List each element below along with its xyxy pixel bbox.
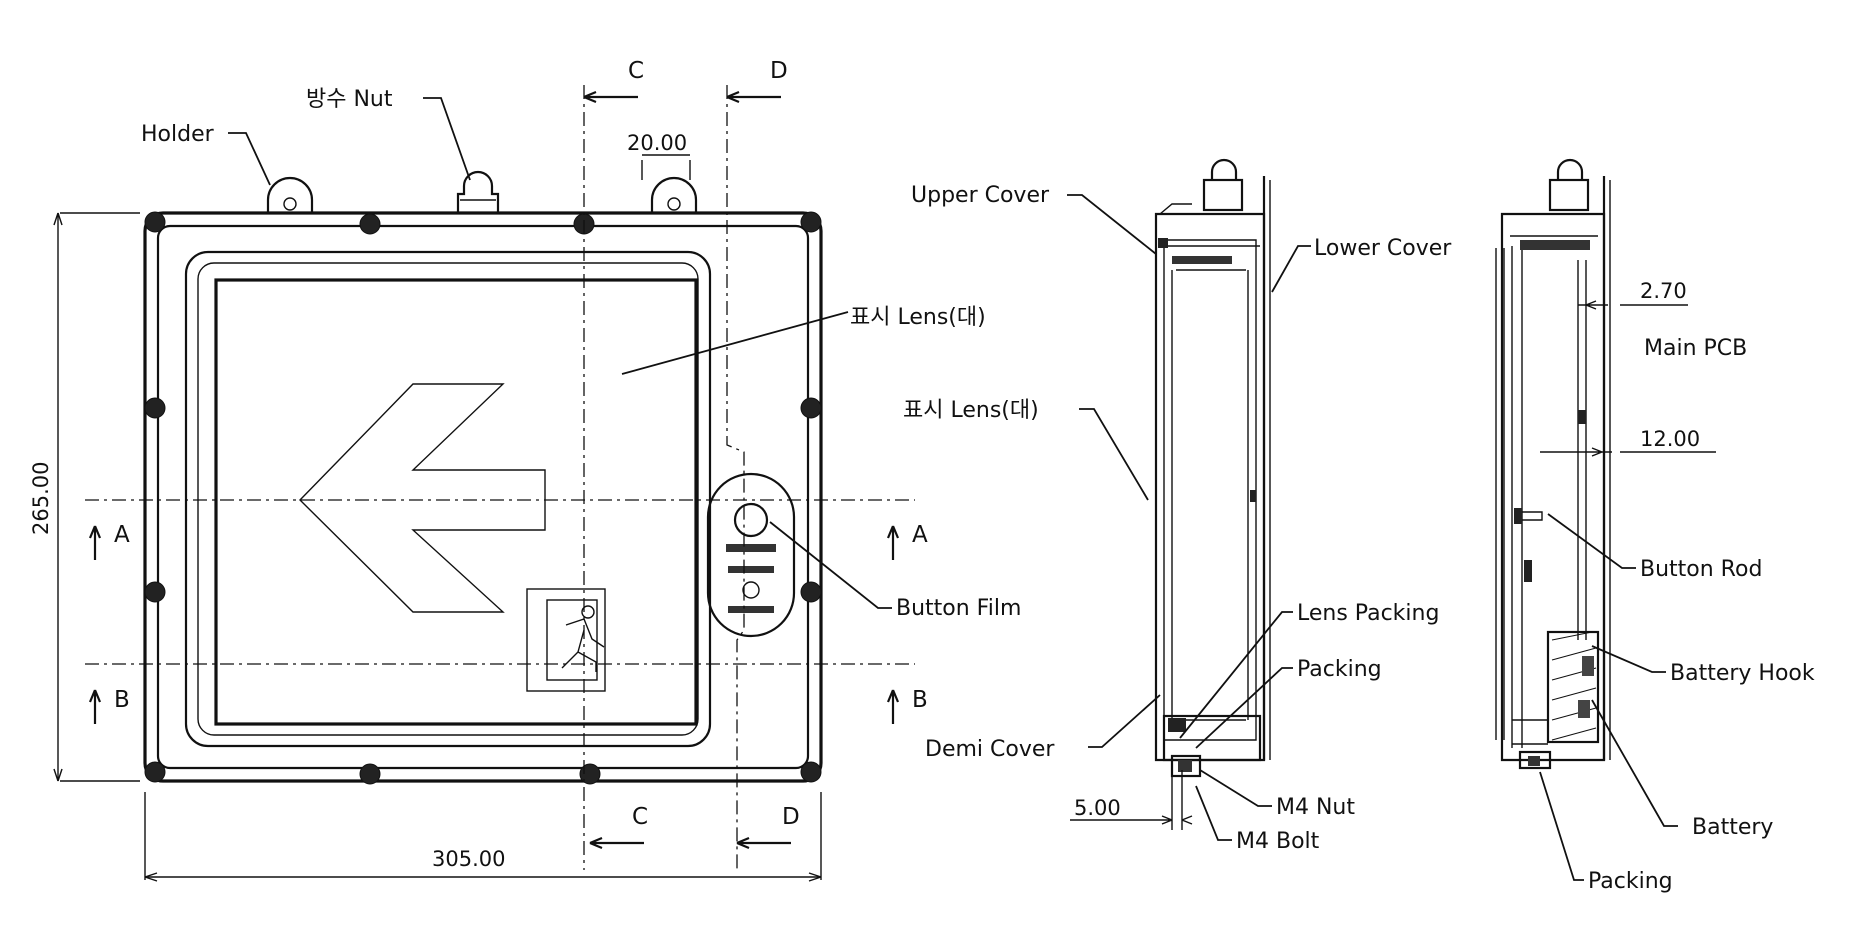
- dim-pcb-gap: 12.00: [1640, 427, 1700, 451]
- dim-holder-width: 20.00: [627, 131, 687, 155]
- section-d-label-bottom: D: [782, 804, 800, 830]
- label-upper-cover: Upper Cover: [911, 183, 1050, 208]
- section-b-label-right: B: [912, 687, 928, 713]
- section-c-label-top: C: [628, 58, 644, 84]
- label-battery: Battery: [1692, 815, 1773, 840]
- side-section-view: 5.00 Upper Cover Lower Cover 표시 Lens(대) …: [903, 158, 1452, 854]
- dim-height: 265.00: [29, 462, 53, 535]
- battery-block: [1546, 630, 1600, 744]
- dim-bolt-offset: 5.00: [1074, 796, 1121, 820]
- button-film-panel: [706, 472, 796, 638]
- label-m4-nut: M4 Nut: [1276, 795, 1355, 820]
- housing-screws: [144, 211, 822, 785]
- section-b-label-left: B: [114, 687, 130, 713]
- label-display-lens-front: 표시 Lens(대): [850, 305, 986, 330]
- front-housing-inner: [156, 224, 810, 770]
- section-d-leaders: [1539, 513, 1678, 881]
- label-main-pcb: Main PCB: [1644, 336, 1747, 361]
- label-battery-hook: Battery Hook: [1670, 661, 1815, 686]
- front-housing-outer: [143, 211, 823, 783]
- section-arrows: [88, 90, 900, 850]
- label-packing-bottom: Packing: [1588, 869, 1673, 894]
- section-d-label-top: D: [770, 58, 788, 84]
- dim-width: 305.00: [432, 847, 505, 871]
- label-m4-bolt: M4 Bolt: [1236, 829, 1320, 854]
- section-a-label-right: A: [912, 522, 928, 548]
- label-waterproof-nut: 방수 Nut: [306, 87, 393, 112]
- section-c-label-bottom: C: [632, 804, 648, 830]
- lens-frame-outer: [184, 250, 712, 748]
- lens-window: [214, 278, 698, 726]
- label-holder: Holder: [141, 122, 215, 147]
- label-lower-cover: Lower Cover: [1314, 236, 1452, 261]
- dim-pcb-thickness: 2.70: [1640, 279, 1687, 303]
- front-leaders: [228, 97, 892, 609]
- section-d-step-line: [726, 85, 745, 870]
- section-d-view: 2.70 12.00 Main PCB Button Rod Battery H…: [1495, 158, 1815, 894]
- label-demi-cover: Demi Cover: [925, 737, 1055, 762]
- lens-frame-mid: [197, 262, 699, 736]
- dimension-lines: [53, 154, 822, 882]
- section-a-label-left: A: [114, 522, 130, 548]
- arrow-sign: [299, 383, 546, 613]
- label-packing-side: Packing: [1297, 657, 1382, 682]
- label-lens-packing: Lens Packing: [1297, 601, 1439, 626]
- label-button-rod: Button Rod: [1640, 557, 1762, 582]
- front-view: A A B B C D C D 265.00 305.00 20.00 Hold…: [29, 58, 1021, 882]
- label-display-lens-side: 표시 Lens(대): [903, 398, 1039, 423]
- label-button-film: Button Film: [896, 596, 1021, 621]
- holder-fittings: [266, 170, 698, 214]
- side-leaders: [1067, 194, 1311, 841]
- running-man-sign: [526, 588, 606, 692]
